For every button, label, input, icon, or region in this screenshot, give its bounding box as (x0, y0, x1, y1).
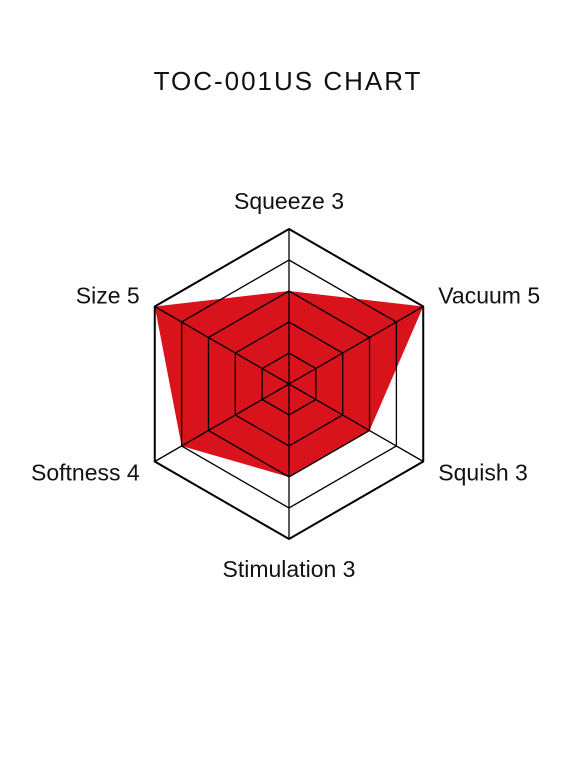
radar-spoke-3 (288, 383, 424, 463)
chart-title: TOC-001US CHART (153, 66, 423, 96)
axis-label-6: Size 5 (76, 283, 140, 309)
radar-spoke-6 (154, 305, 290, 385)
axis-label-4: Stimulation 3 (223, 556, 356, 582)
axis-label-2: Vacuum 5 (438, 283, 540, 309)
radar-spoke-2 (288, 305, 424, 385)
axis-label-1: Squeeze 3 (234, 188, 344, 214)
radar-spoke-5 (154, 383, 290, 463)
axis-label-5: Softness 4 (31, 460, 140, 486)
axis-label-3: Squish 3 (438, 460, 528, 486)
